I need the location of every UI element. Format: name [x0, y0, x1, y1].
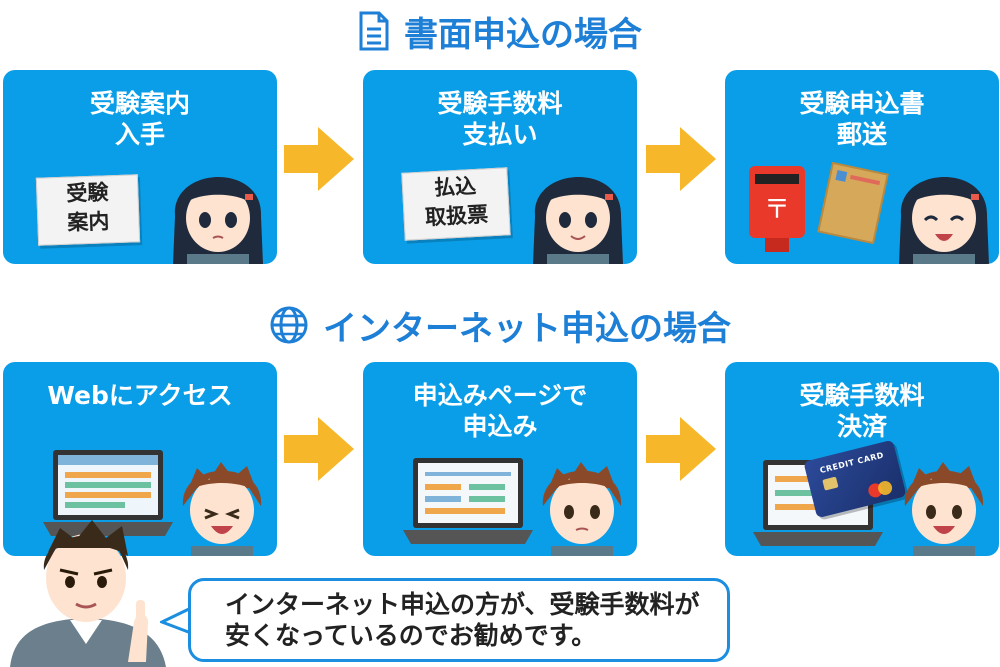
- step-label-line: 受験申込書: [799, 89, 925, 118]
- step-label: 受験申込書 郵送: [725, 88, 999, 150]
- step-card-fee-payment: 受験手数料 決済 CREDIT CARD: [725, 362, 999, 556]
- step-label: 受験手数料 決済: [725, 380, 999, 442]
- arrow-right-icon: [284, 127, 354, 191]
- step-label: 申込みページで 申込み: [363, 380, 637, 442]
- step-label-line: 受験案内: [89, 89, 190, 118]
- step-label-line: 入手: [114, 120, 165, 149]
- arrow-right-icon: [284, 417, 354, 481]
- step-label-line: 支払い: [462, 120, 538, 149]
- document-icon: [359, 11, 389, 51]
- step-card-web-access: Webにアクセス: [3, 362, 277, 556]
- globe-icon: [270, 306, 308, 344]
- step-label-line: 受験手数料: [437, 89, 563, 118]
- girl-character: [899, 176, 989, 264]
- internet-section-title-text: インターネット申込の場合: [323, 308, 731, 349]
- boy-character: [542, 462, 622, 556]
- advisor-character: [10, 520, 166, 667]
- document-text-line: 受験: [66, 180, 109, 206]
- step-card-paper-payment: 受験手数料 支払い 払込 取扱票: [363, 70, 637, 264]
- advice-text: インターネット申込の方が、受験手数料が 安くなっているのでお勧めです。: [225, 589, 700, 651]
- internet-section-title: インターネット申込の場合: [0, 300, 1000, 350]
- step-label-line: 受験手数料: [799, 381, 925, 410]
- speech-bubble-tail: [160, 606, 192, 635]
- step-label-line: 郵送: [836, 120, 887, 149]
- advice-speech-bubble: インターネット申込の方が、受験手数料が 安くなっているのでお勧めです。: [188, 578, 730, 662]
- document-text-line: 取扱票: [424, 202, 489, 230]
- envelope-icon: [817, 162, 889, 244]
- mailbox-icon: 〒: [749, 166, 805, 252]
- step-label-line: 決済: [836, 412, 887, 441]
- step-card-paper-guide: 受験案内 入手 受験 案内: [3, 70, 277, 264]
- girl-character: [173, 176, 263, 264]
- girl-character: [533, 176, 623, 264]
- advice-text-line: インターネット申込の方が、受験手数料が: [225, 590, 700, 619]
- step-label: 受験案内 入手: [3, 88, 277, 150]
- boy-character: [182, 462, 262, 556]
- arrow-right-icon: [646, 127, 716, 191]
- step-card-apply-page: 申込みページで 申込み: [363, 362, 637, 556]
- exam-guide-document: 受験 案内: [35, 174, 141, 246]
- step-label: 受験手数料 支払い: [363, 88, 637, 150]
- step-label-line: 申込み: [462, 412, 538, 441]
- credit-card-text: CREDIT CARD: [818, 450, 885, 476]
- step-label: Webにアクセス: [3, 380, 277, 411]
- document-text-line: 案内: [67, 209, 110, 235]
- advice-text-line: 安くなっているのでお勧めです。: [225, 621, 597, 650]
- step-label-line: 申込みページで: [412, 381, 588, 410]
- laptop-icon: [43, 450, 173, 536]
- arrow-right-icon: [646, 417, 716, 481]
- paper-section-title: 書面申込の場合: [0, 6, 1000, 56]
- boy-character: [904, 462, 984, 556]
- paper-section-title-text: 書面申込の場合: [404, 14, 642, 55]
- payment-slip-document: 払込 取扱票: [401, 167, 511, 241]
- laptop-icon: [403, 458, 533, 544]
- step-label-line: Webにアクセス: [47, 381, 233, 410]
- step-card-paper-mail: 受験申込書 郵送 〒: [725, 70, 999, 264]
- svg-text:〒: 〒: [764, 195, 790, 225]
